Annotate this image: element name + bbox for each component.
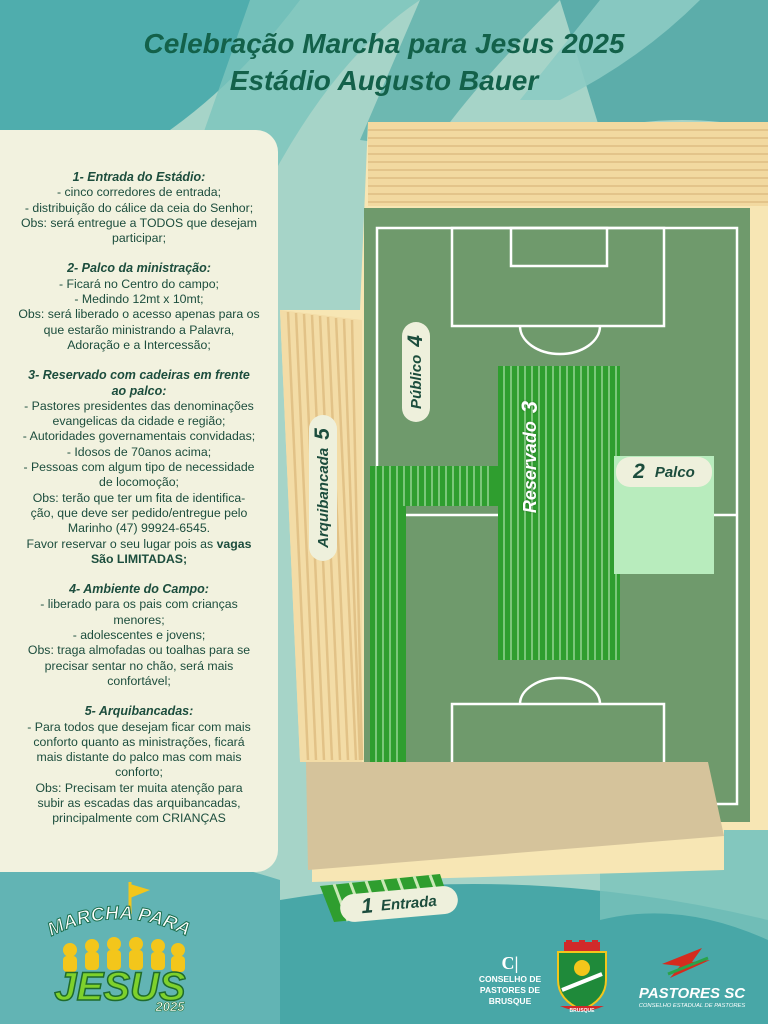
section-line: São LIMITADAS;: [6, 552, 272, 567]
section-line: principalmente com CRIANÇAS: [52, 811, 226, 826]
reservado-label-text: Reservado: [520, 421, 540, 514]
palco-label-text: Palco: [654, 463, 695, 481]
conselho-mark: C|: [501, 953, 519, 973]
conselho-text: PASTORES DE: [479, 985, 541, 995]
section-line: - cinco corredores de entrada;: [56, 185, 222, 200]
page-subtitle: Estádio Augusto Bauer: [229, 65, 539, 96]
section-line: Obs: traga almofadas ou toalhas para se: [27, 643, 251, 658]
logo-text-line1: MARCHA PARA: [44, 902, 194, 941]
sc-main-text: PASTORES SC: [639, 985, 746, 1002]
entrada-number: 1: [360, 894, 374, 919]
section-arquibancadas: 5- Arquibancadas: - Para todos que desej…: [6, 704, 272, 826]
section-line: participar;: [112, 231, 166, 246]
section-palco: 2- Palco da ministração: - Ficará no Cen…: [6, 261, 272, 353]
section-line: - Para todos que desejam ficar com mais: [27, 719, 251, 734]
section-line: - Autoridades governamentais convidadas;: [22, 429, 256, 444]
people-icon: [63, 937, 185, 972]
section-line: - Pessoas com algum tipo de necessidade: [23, 460, 255, 475]
logo-text-line2: JESUS: [54, 965, 185, 1009]
section-line: conforto;: [115, 765, 163, 780]
marcha-para-jesus-logo: MARCHA PARA JESUS 2025: [44, 882, 194, 1014]
section-campo: 4- Ambiente do Campo: - liberado para os…: [6, 582, 272, 689]
section-line: precisar sentar no chão, será mais: [44, 658, 234, 673]
logo-year: 2025: [155, 999, 186, 1014]
section-heading: 3- Reservado com cadeiras em frente: [28, 368, 250, 383]
section-line: Marinho (47) 99924-6545.: [67, 521, 211, 536]
conselho-brusque-logo: C| CONSELHO DE PASTORES DE BRUSQUE: [478, 952, 542, 1007]
section-line: - liberado para os pais com crianças: [40, 597, 238, 612]
section-reservado: 3- Reservado com cadeiras em frente ao p…: [6, 368, 272, 567]
section-heading: ao palco:: [111, 383, 167, 398]
section-emphasis: São LIMITADAS;: [90, 551, 188, 566]
section-line: menores;: [113, 612, 165, 627]
section-entrada: 1- Entrada do Estádio: - cinco corredore…: [6, 170, 272, 246]
conselho-text: BRUSQUE: [488, 996, 532, 1006]
publico-number: 4: [404, 335, 427, 347]
section-line: - distribuição do cálice da ceia do Senh…: [24, 200, 254, 215]
conselho-text: CONSELHO DE: [478, 974, 542, 984]
section-line: subir as escadas das arquibancadas,: [37, 795, 241, 810]
entrada-label-text: Entrada: [380, 892, 438, 915]
section-emphasis: vagas: [216, 536, 252, 551]
section-heading: 5- Arquibancadas:: [84, 704, 194, 719]
pastores-sc-logo: PASTORES SC CONSELHO ESTADUAL DE PASTORE…: [639, 948, 746, 1009]
reservado-label: Reservado 3: [517, 397, 543, 517]
section-line: - Ficará no Centro do campo;: [59, 276, 219, 291]
arquibancada-label-text: Arquibancada: [314, 447, 332, 548]
section-line: confortável;: [107, 673, 171, 688]
section-line: Obs: será liberado o acesso apenas para …: [18, 307, 260, 322]
publico-label: Público 4: [402, 322, 430, 422]
section-line: evangelicas da cidade e região;: [52, 414, 226, 429]
brusque-crest-logo: BRUSQUE: [557, 940, 607, 1014]
section-line: de locomoção;: [99, 475, 179, 490]
section-line: Obs: será entregue a TODOS que desejam: [20, 215, 258, 230]
section-text: Favor reservar o seu lugar pois as: [26, 536, 217, 551]
section-line: mais distante do palco mas com mais: [36, 750, 242, 765]
section-line: Obs: terão que ter um fita de identifica…: [32, 490, 246, 505]
reservado-number: 3: [517, 400, 542, 414]
section-line: - Medindo 12mt x 10mt;: [74, 292, 204, 307]
publico-label-text: Público: [407, 354, 425, 409]
section-line: conforto quanto as ministrações, ficará: [33, 734, 245, 749]
info-panel: 1- Entrada do Estádio: - cinco corredore…: [0, 130, 278, 872]
sc-sub-text: CONSELHO ESTADUAL DE PASTORES: [639, 1003, 746, 1009]
section-heading: 2- Palco da ministração:: [67, 261, 211, 276]
section-line: Obs: Precisam ter muita atenção para: [35, 780, 243, 795]
section-line: - Idosos de 70anos acima;: [66, 444, 212, 459]
section-line: que estarão ministrando a Palavra,: [43, 322, 235, 337]
section-line: ção, que deve ser pedido/entregue pelo: [30, 505, 248, 520]
palco-number: 2: [633, 460, 645, 483]
section-heading: 4- Ambiente do Campo:: [69, 582, 209, 597]
palco-label: 2 Palco: [616, 457, 712, 487]
section-line: - Pastores presidentes das denominações: [24, 398, 254, 413]
arquibancada-number: 5: [311, 428, 334, 440]
section-heading: 1- Entrada do Estádio:: [72, 170, 206, 184]
page-title: Celebração Marcha para Jesus 2025: [143, 28, 625, 59]
section-line: Favor reservar o seu lugar pois as vagas: [6, 537, 272, 552]
section-line: Adoração e a Intercessão;: [67, 337, 211, 352]
crest-text: BRUSQUE: [569, 1008, 595, 1014]
section-line: - adolescentes e jovens;: [72, 628, 206, 643]
svg-text:MARCHA PARA: MARCHA PARA: [44, 903, 193, 941]
arquibancada-label: Arquibancada 5: [309, 415, 337, 561]
